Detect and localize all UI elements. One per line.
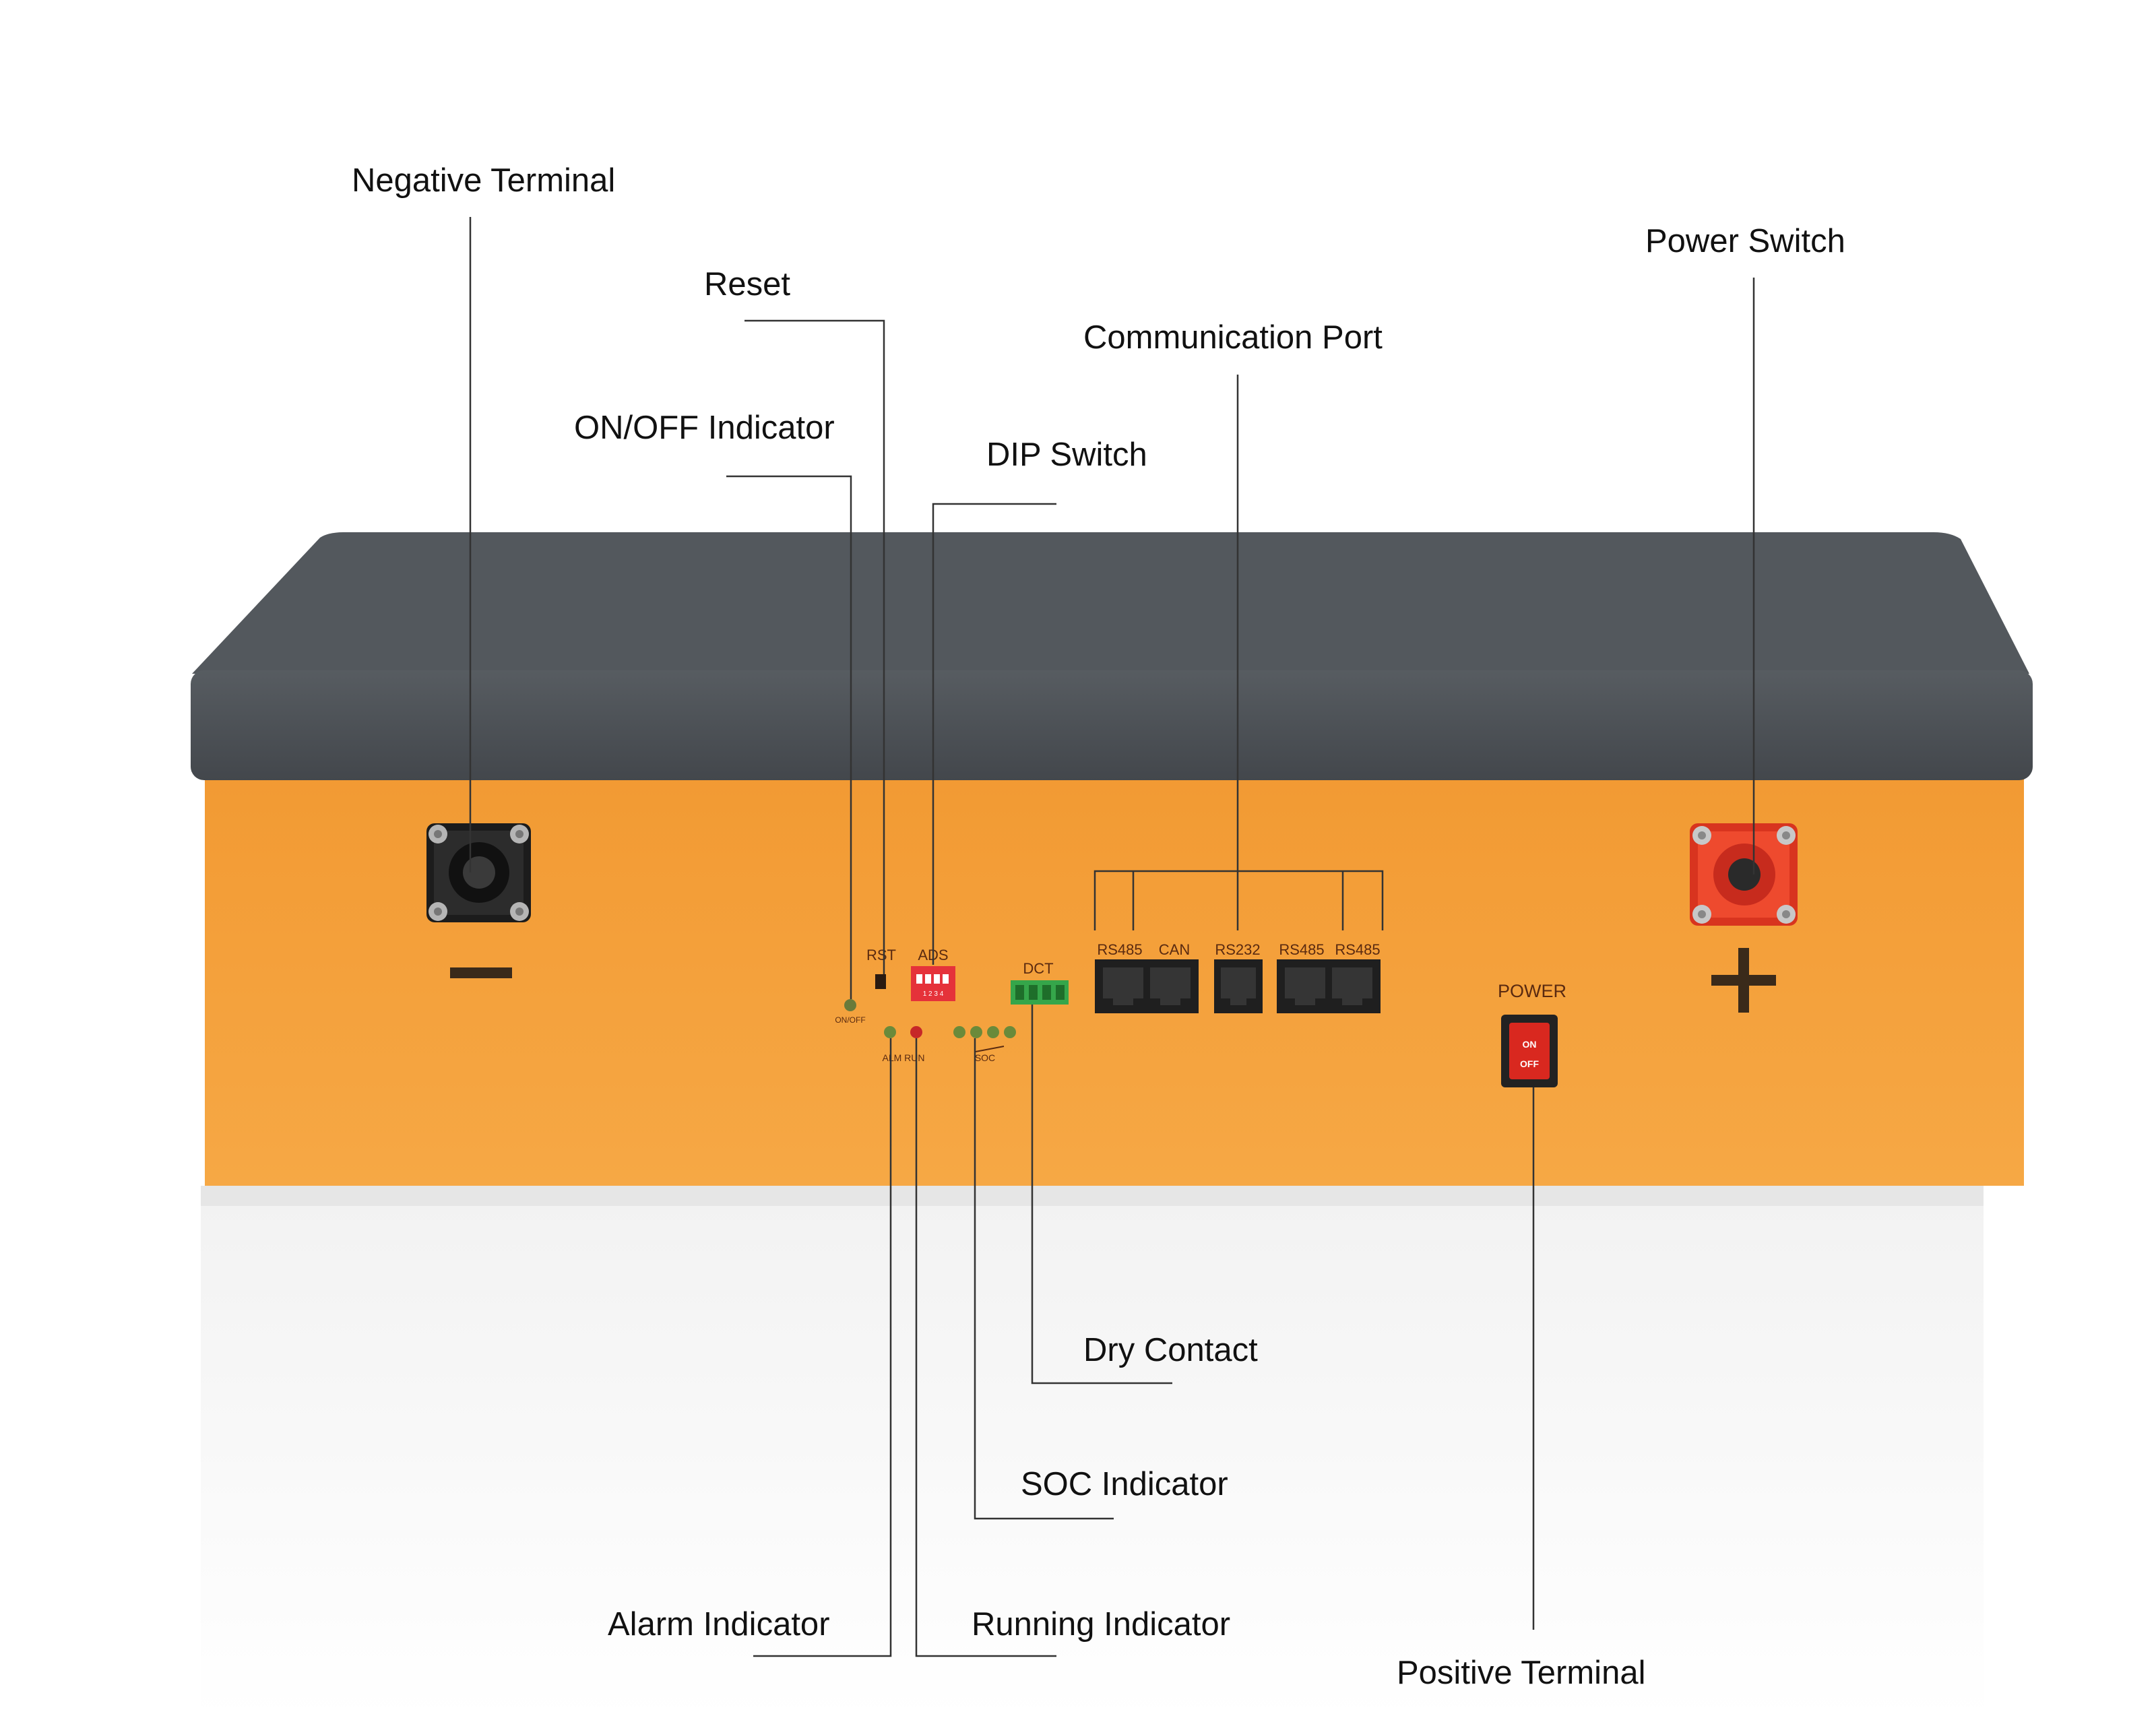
power-label: POWER [1498,981,1566,1001]
dip-numbers: 1 2 3 4 [923,990,944,998]
soc-label: SOC [975,1052,995,1063]
label-dry-contact: Dry Contact [1083,1334,1258,1367]
port-label-3: RS232 [1215,941,1260,958]
rs485-ports[interactable] [1277,959,1381,1013]
label-power-switch: Power Switch [1645,225,1845,258]
onoff-led [844,999,856,1011]
power-switch[interactable]: ON OFF [1501,1015,1558,1087]
soc-led-4 [1004,1026,1016,1038]
dry-contact-terminal [1011,980,1069,1005]
label-negative-terminal: Negative Terminal [352,164,615,197]
soc-led-2 [970,1026,982,1038]
label-dip-switch: DIP Switch [986,439,1147,472]
port-label-4: RS485 [1279,941,1324,958]
dip-switch[interactable]: 1 2 3 4 [911,966,955,1001]
label-soc-indicator: SOC Indicator [1021,1468,1228,1501]
negative-terminal [426,823,531,922]
minus-sign [450,967,512,978]
rs232-port[interactable] [1214,959,1263,1013]
label-running-indicator: Running Indicator [972,1608,1230,1641]
positive-terminal [1690,823,1798,926]
label-alarm-indicator: Alarm Indicator [608,1608,830,1641]
dct-label: DCT [1023,960,1053,977]
port-label-1: RS485 [1097,941,1142,958]
soc-led-1 [953,1026,965,1038]
switch-on-text: ON [1523,1039,1537,1050]
switch-off-text: OFF [1520,1058,1539,1069]
label-on-off-indicator: ON/OFF Indicator [574,412,835,445]
rst-label: RST [866,947,896,963]
alm-run-label: ALM RUN [882,1052,924,1063]
port-label-5: RS485 [1335,941,1380,958]
lid-front [191,670,2033,780]
rs485-can-ports[interactable] [1095,959,1199,1013]
reset-button[interactable] [875,974,886,989]
plus-sign-v [1738,948,1749,1013]
onoff-label: ON/OFF [835,1015,865,1025]
label-communication-port: Communication Port [1083,321,1383,354]
label-positive-terminal: Positive Terminal [1397,1657,1645,1690]
lower-case-shadow [201,1186,1984,1206]
label-reset: Reset [704,268,790,301]
port-label-2: CAN [1159,941,1190,958]
run-led [910,1026,922,1038]
alarm-led [884,1026,896,1038]
soc-led-3 [987,1026,999,1038]
